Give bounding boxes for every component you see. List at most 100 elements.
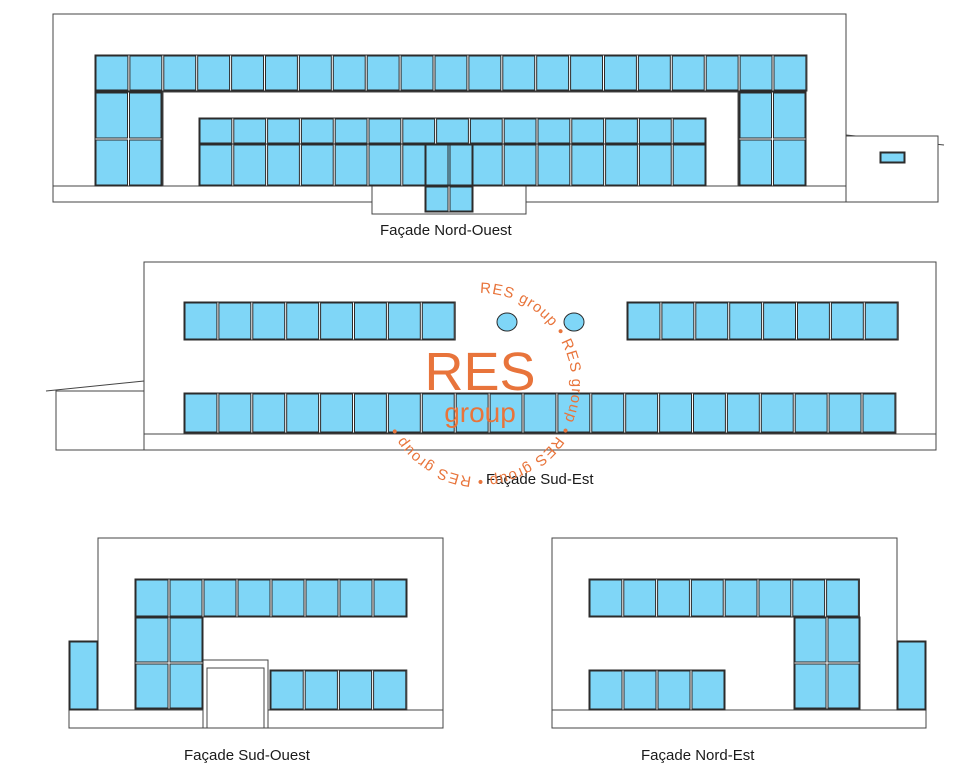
window-pane bbox=[203, 579, 237, 617]
window-pane bbox=[129, 139, 162, 186]
window-pane bbox=[169, 579, 203, 617]
window-pane bbox=[270, 670, 304, 710]
window-pane bbox=[425, 186, 449, 212]
window-pane bbox=[163, 55, 197, 91]
sud-est-upper-left-band bbox=[183, 301, 456, 341]
window-pane bbox=[135, 617, 169, 663]
window-pane bbox=[449, 186, 473, 212]
window-pane bbox=[589, 670, 623, 710]
window-pane bbox=[455, 393, 489, 433]
window-pane bbox=[760, 393, 794, 433]
window-pane bbox=[661, 302, 695, 340]
window-pane bbox=[503, 118, 537, 144]
window-pane bbox=[502, 55, 536, 91]
window-pane bbox=[425, 144, 449, 186]
window-pane bbox=[489, 393, 523, 433]
window-pane bbox=[657, 579, 690, 617]
sud-est-annex-roof bbox=[45, 380, 145, 392]
window-pane bbox=[233, 118, 267, 144]
window-pane bbox=[827, 663, 860, 709]
sud-est-lower-band bbox=[183, 392, 897, 434]
window-pane bbox=[691, 670, 725, 710]
round-window-right bbox=[563, 312, 585, 332]
window-pane bbox=[252, 302, 286, 340]
window-pane bbox=[724, 579, 758, 617]
window-pane bbox=[880, 152, 905, 163]
window-pane bbox=[794, 663, 827, 709]
window-pane bbox=[271, 579, 305, 617]
window-pane bbox=[570, 55, 603, 91]
window-pane bbox=[705, 55, 739, 91]
window-pane bbox=[421, 393, 455, 433]
nord-ouest-lower-band bbox=[198, 143, 707, 187]
window-pane bbox=[334, 144, 368, 186]
sud-ouest-top-band bbox=[134, 578, 408, 618]
window-pane bbox=[659, 393, 692, 433]
entrance-door-lower bbox=[424, 185, 474, 213]
window-pane bbox=[693, 393, 726, 433]
window-pane bbox=[354, 393, 387, 433]
window-pane bbox=[237, 579, 271, 617]
nord-ouest-left-column bbox=[94, 91, 163, 187]
window-pane bbox=[638, 118, 672, 144]
window-pane bbox=[828, 393, 862, 433]
window-pane bbox=[402, 118, 436, 144]
window-pane bbox=[623, 670, 657, 710]
window-pane bbox=[267, 118, 300, 144]
window-pane bbox=[794, 617, 827, 663]
window-pane bbox=[827, 617, 860, 663]
sud-est-plinth bbox=[143, 433, 937, 451]
round-window-left bbox=[496, 312, 518, 332]
window-pane bbox=[571, 118, 605, 144]
window-pane bbox=[305, 579, 339, 617]
window-pane bbox=[184, 393, 218, 433]
window-pane bbox=[862, 393, 896, 433]
window-pane bbox=[252, 393, 286, 433]
window-pane bbox=[368, 118, 402, 144]
window-pane bbox=[169, 663, 203, 709]
window-pane bbox=[726, 393, 760, 433]
window-pane bbox=[864, 302, 898, 340]
window-pane bbox=[267, 144, 300, 186]
sud-est-annex-wall bbox=[55, 390, 145, 451]
window-pane bbox=[657, 670, 691, 710]
nord-est-right-column bbox=[793, 616, 861, 710]
window-pane bbox=[332, 55, 366, 91]
window-pane bbox=[233, 144, 267, 186]
window-pane bbox=[794, 393, 828, 433]
nord-ouest-right-column bbox=[738, 91, 807, 187]
window-pane bbox=[469, 144, 503, 186]
window-pane bbox=[627, 302, 661, 340]
window-pane bbox=[338, 670, 373, 710]
window-pane bbox=[334, 118, 368, 144]
window-pane bbox=[605, 144, 638, 186]
window-pane bbox=[739, 139, 772, 186]
nord-est-plinth bbox=[551, 709, 927, 729]
window-pane bbox=[690, 579, 724, 617]
window-pane bbox=[773, 55, 807, 91]
window-pane bbox=[354, 302, 387, 340]
window-pane bbox=[625, 393, 659, 433]
label-facade-sud-est: Façade Sud-Est bbox=[486, 471, 594, 488]
window-pane bbox=[95, 92, 128, 139]
window-pane bbox=[605, 118, 638, 144]
window-pane bbox=[604, 55, 637, 91]
window-pane bbox=[638, 144, 672, 186]
sud-ouest-side-annex-glazing bbox=[68, 640, 99, 711]
window-pane bbox=[231, 55, 265, 91]
window-pane bbox=[169, 617, 203, 663]
window-pane bbox=[623, 579, 657, 617]
window-pane bbox=[373, 670, 407, 710]
nord-est-top-band bbox=[588, 578, 860, 618]
window-pane bbox=[286, 393, 320, 433]
window-pane bbox=[672, 144, 706, 186]
window-pane bbox=[95, 55, 129, 91]
window-pane bbox=[695, 302, 729, 340]
annex-window bbox=[879, 151, 906, 164]
window-pane bbox=[387, 393, 421, 433]
window-pane bbox=[434, 55, 468, 91]
window-pane bbox=[671, 55, 705, 91]
window-pane bbox=[387, 302, 421, 340]
window-pane bbox=[135, 663, 169, 709]
window-pane bbox=[436, 118, 469, 144]
